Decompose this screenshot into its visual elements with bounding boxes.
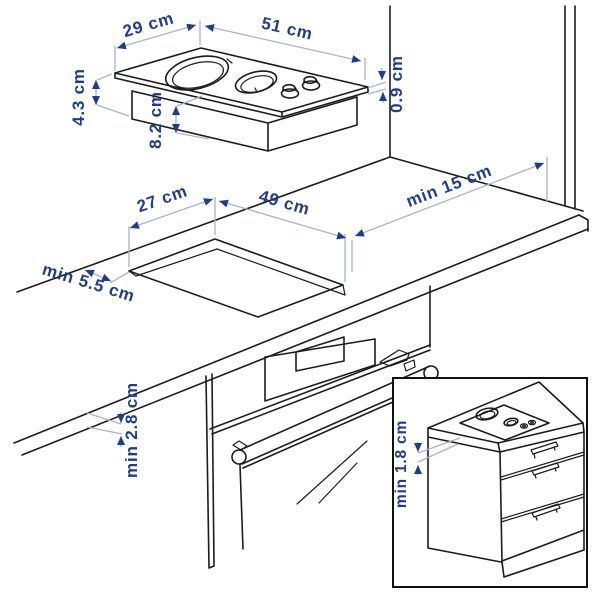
label-hob-depth: 29 cm	[121, 8, 176, 41]
cabinet-plinth	[501, 549, 585, 578]
ext-lines-min15	[351, 157, 548, 272]
knob-side	[302, 78, 320, 86]
ext-lines-min28	[86, 412, 123, 435]
cabinet-side-panel	[205, 373, 215, 569]
ext-lines-min55	[109, 271, 130, 284]
control-knob-right	[301, 75, 321, 91]
inset-burner-large-inner	[479, 410, 496, 420]
hob	[114, 47, 369, 152]
label-hob-width: 51 cm	[260, 14, 315, 44]
ext-lines-09	[367, 81, 387, 95]
inset-knob-left-dot	[521, 424, 526, 428]
label-worktop-thickness: min 2.8 cm	[122, 382, 141, 478]
label-hob-box-depth: 8.2 cm	[146, 91, 165, 149]
handle-left-cap	[231, 449, 247, 465]
label-cutout-depth: 27 cm	[134, 181, 190, 216]
inset-border	[392, 377, 588, 588]
worktop-right-end	[578, 214, 589, 232]
burner-small-inner	[240, 75, 274, 93]
label-side-clearance: min 15 cm	[403, 161, 494, 211]
cabinet-left-face	[427, 436, 503, 563]
oven-door-left-edge	[239, 464, 244, 550]
burner-small-mark	[254, 87, 258, 93]
inset-burner-large-outer	[475, 407, 499, 421]
dim-line-min55	[84, 269, 112, 282]
dim-line-29	[116, 23, 197, 50]
worktop-cutout-inner-edge	[128, 248, 346, 296]
ext-lines-43	[96, 73, 130, 117]
worktop-front-bottom-edge	[21, 228, 589, 456]
oven-display-bezel	[264, 338, 376, 402]
right-wall-lines	[564, 5, 576, 210]
inset-dimension: min 1.8 cm	[393, 420, 461, 508]
hob-under-box	[131, 90, 358, 152]
inset-burner-small-inner	[506, 419, 517, 426]
inset-hob	[459, 404, 550, 441]
oven-display-window	[295, 336, 345, 372]
inset-knob-right	[527, 419, 537, 426]
control-knob-left	[280, 83, 300, 99]
label-inset-worktop-thickness: min 1.8 cm	[393, 420, 410, 508]
burner-large-inner	[172, 61, 224, 89]
label-hob-rim: 0.9 cm	[387, 55, 406, 113]
worktop-front-top-edge	[13, 214, 580, 444]
knob-base	[280, 88, 300, 99]
ext-lines-min18	[417, 437, 461, 463]
drawer-handle-3	[531, 503, 561, 521]
ext-lines-82	[176, 95, 210, 140]
dim-line-51	[204, 24, 362, 63]
inset-knob-right-dot	[529, 421, 534, 425]
inset-cabinet	[427, 381, 585, 578]
knob-side	[281, 86, 299, 94]
cabinet-worktop-edge	[427, 422, 585, 453]
dim-line-27	[129, 198, 214, 229]
knob-base	[301, 80, 321, 91]
room-walls	[389, 5, 576, 210]
oven-door-latch	[379, 349, 416, 372]
dim-line-49	[218, 199, 347, 240]
oven	[205, 285, 439, 569]
oven-panel-bottom-edge	[209, 344, 431, 435]
burner-large-igniter-mark	[226, 58, 233, 64]
ext-lines-29	[114, 21, 201, 71]
inset-panel: min 1.8 cm	[392, 377, 588, 588]
knob-top	[282, 83, 296, 93]
knob-top	[303, 75, 317, 85]
drawer-handle-2	[531, 462, 560, 479]
hob-glass-edge	[114, 72, 369, 118]
label-hob-height: 4.3 cm	[69, 68, 88, 126]
burner-large-outer	[164, 55, 230, 91]
ext-lines-27	[128, 197, 216, 267]
drawer-handle-1	[530, 441, 559, 459]
handle-mount	[232, 440, 248, 451]
oven-door-glass-reflections	[296, 440, 368, 505]
worktop-cutout-outline	[128, 238, 344, 318]
dim-line-min15	[354, 162, 545, 237]
inset-knob-left	[519, 423, 529, 429]
